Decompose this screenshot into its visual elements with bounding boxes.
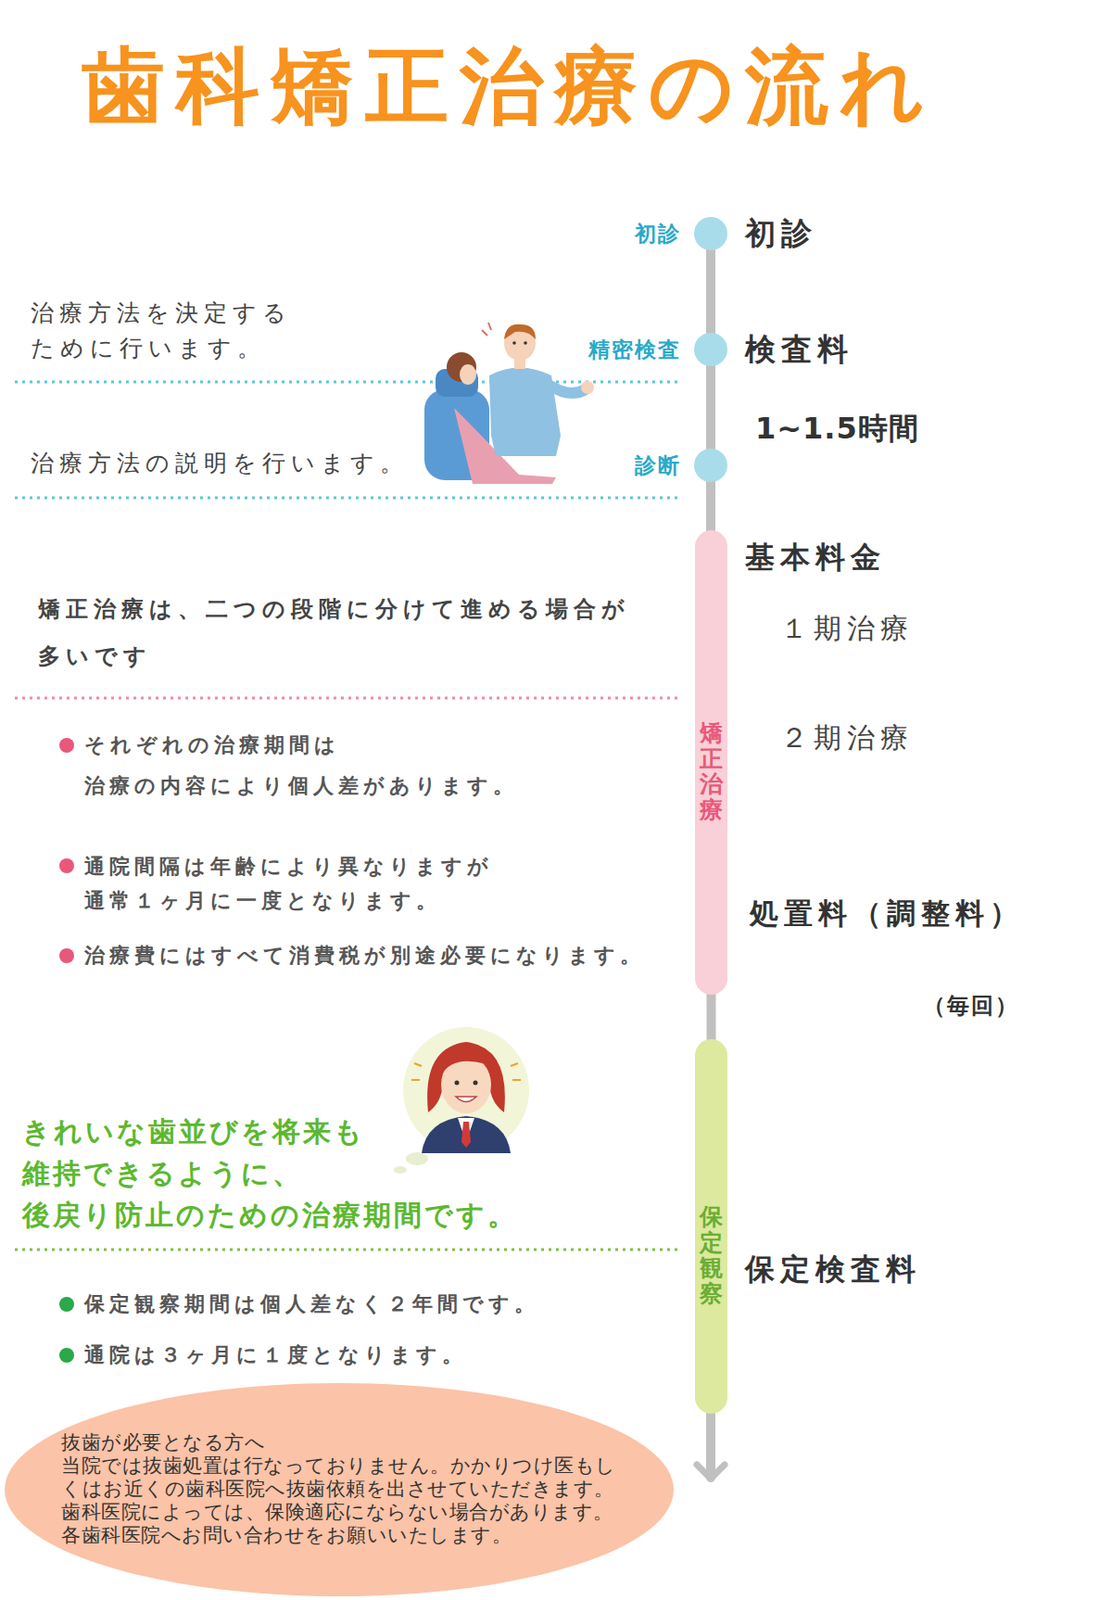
bullet-text: 通院は３ヶ月に１度となります。	[84, 1339, 468, 1371]
bullet-text: 通院間隔は年齢により異なりますが 通常１ヶ月に一度となります。	[84, 848, 530, 918]
bullet-dot	[59, 947, 75, 963]
description-text: 矯正治療は、二つの段階に分けて進める場合が 多いです	[37, 585, 669, 681]
bullet-dots	[59, 737, 75, 1363]
price-heading: 初診	[745, 214, 818, 253]
bullet-dot	[59, 858, 75, 873]
timeline-line	[707, 992, 717, 1041]
dentist-eye	[523, 341, 528, 345]
timeline-step: 診断	[500, 448, 728, 482]
woman-eye	[454, 1080, 460, 1086]
timeline-connector	[710, 248, 712, 335]
woman-eye	[473, 1080, 479, 1086]
step-label: 精密検査	[588, 335, 682, 365]
timeline-connector	[710, 480, 712, 532]
step-label: 初診	[634, 219, 682, 249]
timeline-line	[706, 1413, 716, 1478]
price-heading: 検査料	[745, 330, 854, 368]
price-heading: 保定検査料	[745, 1250, 922, 1288]
patient-face	[459, 364, 477, 385]
timeline-step: 初診	[500, 216, 728, 251]
dentist-arm	[548, 384, 586, 393]
band-label: 保定観察	[699, 1203, 723, 1306]
dentist-eye	[512, 341, 517, 345]
thought-bubble	[393, 1165, 407, 1174]
bullet-text: 治療費にはすべて消費税が別途必要になります。	[84, 939, 645, 972]
dotted-rule	[14, 496, 682, 500]
bullet-dot	[59, 1347, 75, 1363]
timeline-line	[706, 248, 716, 335]
step-dot	[694, 332, 728, 367]
avatar-ground	[403, 1026, 530, 1153]
price-heading: 基本料金	[745, 538, 886, 576]
phase-label: ２期治療	[780, 720, 914, 756]
woman-tie	[461, 1121, 471, 1148]
dotted-rules	[14, 381, 682, 1250]
timeline-band: 保定観察	[695, 1038, 728, 1414]
description-text: 治療方法を決定する ために行います。	[30, 295, 337, 367]
timeline-end-arrow	[696, 1413, 725, 1479]
woman-hair	[427, 1041, 506, 1112]
woman-jacket	[421, 1115, 511, 1153]
band-label: 矯正治療	[699, 720, 723, 822]
duration-text: 1~1.5時間	[755, 409, 920, 447]
page-title: 歯科矯正治療の流れ	[81, 35, 936, 138]
note-body: 当院では抜歯処置は行なっておりません。かかりつけ医もしくはお近くの歯科医院へ抜歯…	[61, 1453, 629, 1547]
price-heading: 処置料（調整料）	[749, 894, 1024, 932]
bullet-text: それぞれの治療期間は 治療の内容により個人差があります。	[84, 724, 548, 807]
bullet-text: 保定観察期間は個人差なく２年間です。	[84, 1288, 540, 1320]
woman-illustration	[393, 1026, 530, 1174]
dotted-rule	[14, 380, 682, 384]
attention-marks	[481, 322, 492, 336]
timeline-line	[706, 364, 716, 451]
description-text: 治療方法の説明を行います。	[30, 445, 409, 481]
arrow-head	[696, 1464, 725, 1479]
note-heading: 抜歯が必要となる方へ	[61, 1430, 629, 1454]
dotted-rule	[14, 696, 682, 700]
bullet-dot	[59, 1296, 75, 1312]
dentist-hand	[581, 380, 594, 394]
highlight-text: きれいな歯並びを将来も 維持できるように、 後戻り防止のための治療期間です。	[22, 1110, 542, 1236]
timeline-line	[706, 480, 716, 532]
woman-smile	[455, 1096, 477, 1102]
note-oval: 抜歯が必要となる方へ当院では抜歯処置は行なっておりません。かかりつけ医もしくはお…	[4, 1382, 674, 1596]
dotted-rule	[14, 1248, 682, 1251]
step-dot	[694, 216, 728, 251]
woman-fringe	[441, 1048, 492, 1075]
timeline-connector	[710, 992, 712, 1041]
timeline-connector	[710, 364, 712, 451]
dentist-illustration	[424, 322, 594, 484]
timeline-step: 精密検査	[500, 332, 728, 367]
phase-label: １期治療	[780, 610, 914, 646]
timeline-band: 矯正治療	[695, 530, 728, 995]
thought-bubble	[405, 1151, 429, 1165]
step-label: 診断	[634, 451, 682, 481]
step-dot	[694, 448, 728, 482]
note-text: （毎回）	[922, 990, 1020, 1021]
bullet-dot	[59, 737, 75, 753]
sparkle-marks	[411, 1062, 521, 1080]
dentist-hair	[504, 324, 536, 340]
